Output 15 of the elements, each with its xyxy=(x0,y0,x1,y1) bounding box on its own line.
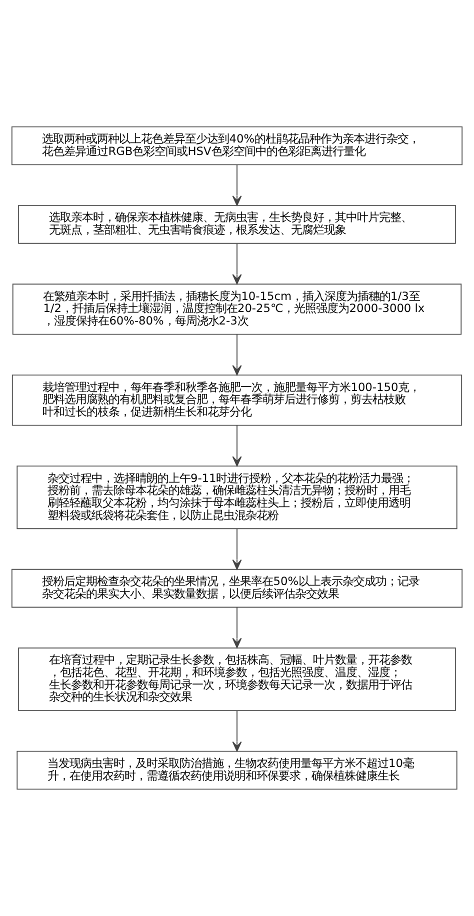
node-box: 栽培管理过程中，每年春季和秋季各施肥一次，施肥量每平方米100-150克，肥料选用腐熟的有机肥料或复合肥，每年春季萌芽后进行修剪，剪去枯枝败叶和过长的枝条，促进新梢生长和花芽分化 xyxy=(12,374,462,426)
arrow xyxy=(232,334,242,376)
node-box: 选取两种或两种以上花色差异至少达到40%的杜鹃花品种作为亲本进行杂交，花色差异通过RGB色彩空间或HSV色彩空间中的色彩距离进行量化 xyxy=(11,126,463,166)
node-box: 在繁殖亲本时，采用扦插法，插穗长度为10-15cm，插入深度为插穗的1/3至1/2，扦插后保持土壤湿润，温度控制在20-25℃，光照强度为2000-3000 lx，湿度保持在60%-80%，每周浇水2-3次 xyxy=(12,284,462,335)
arrow xyxy=(232,528,242,570)
node-box: 选取亲本时，确保亲本植株健康、无病虫害，生长势良好，其中叶片完整、无斑点，茎部粗壮、无虫害啃食痕迹，根系发达、无腐烂现象 xyxy=(18,204,456,244)
arrow xyxy=(232,164,242,206)
node-box: 在培育过程中，定期记录生长参数，包括株高、冠幅、叶片数量，开花参数，包括花色、花型、开花期，和环境参数，包括光照强度、温度、湿度； 生长参数和开花参数每周记录一次，环境参数每天记录一次，数据用于评估杂交种的生长状况和杂交效果 xyxy=(18,648,456,712)
arrow xyxy=(232,710,242,752)
node-box: 杂交过程中，选择晴朗的上午9-11时进行授粉，父本花朵的花粉活力最强；授粉前，需去除母本花朵的雄蕊，确保雌蕊柱头清洁无异物；授粉时，用毛刷轻轻蘸取父本花粉，均匀涂抹于母本雌蕊柱头上；授粉后，立即使用透明塑料袋或纸袋将花朵套住，以防止昆虫混杂花粉 xyxy=(16,466,458,530)
arrow xyxy=(232,424,242,466)
arrow xyxy=(232,243,242,284)
arrow xyxy=(232,606,242,648)
node-box: 当发现病虫害时，及时采取防治措施，生物农药使用量每平方米不超过10毫升，在使用农药时，需遵循农药使用说明和环保要求，确保植株健康生长 xyxy=(16,750,458,790)
node-box: 授粉后定期检查杂交花朵的坐果情况，坐果率在50%以上表示杂交成功；记录杂交花朵的果实大小、果实数量数据，以便后续评估杂交效果 xyxy=(11,568,463,608)
